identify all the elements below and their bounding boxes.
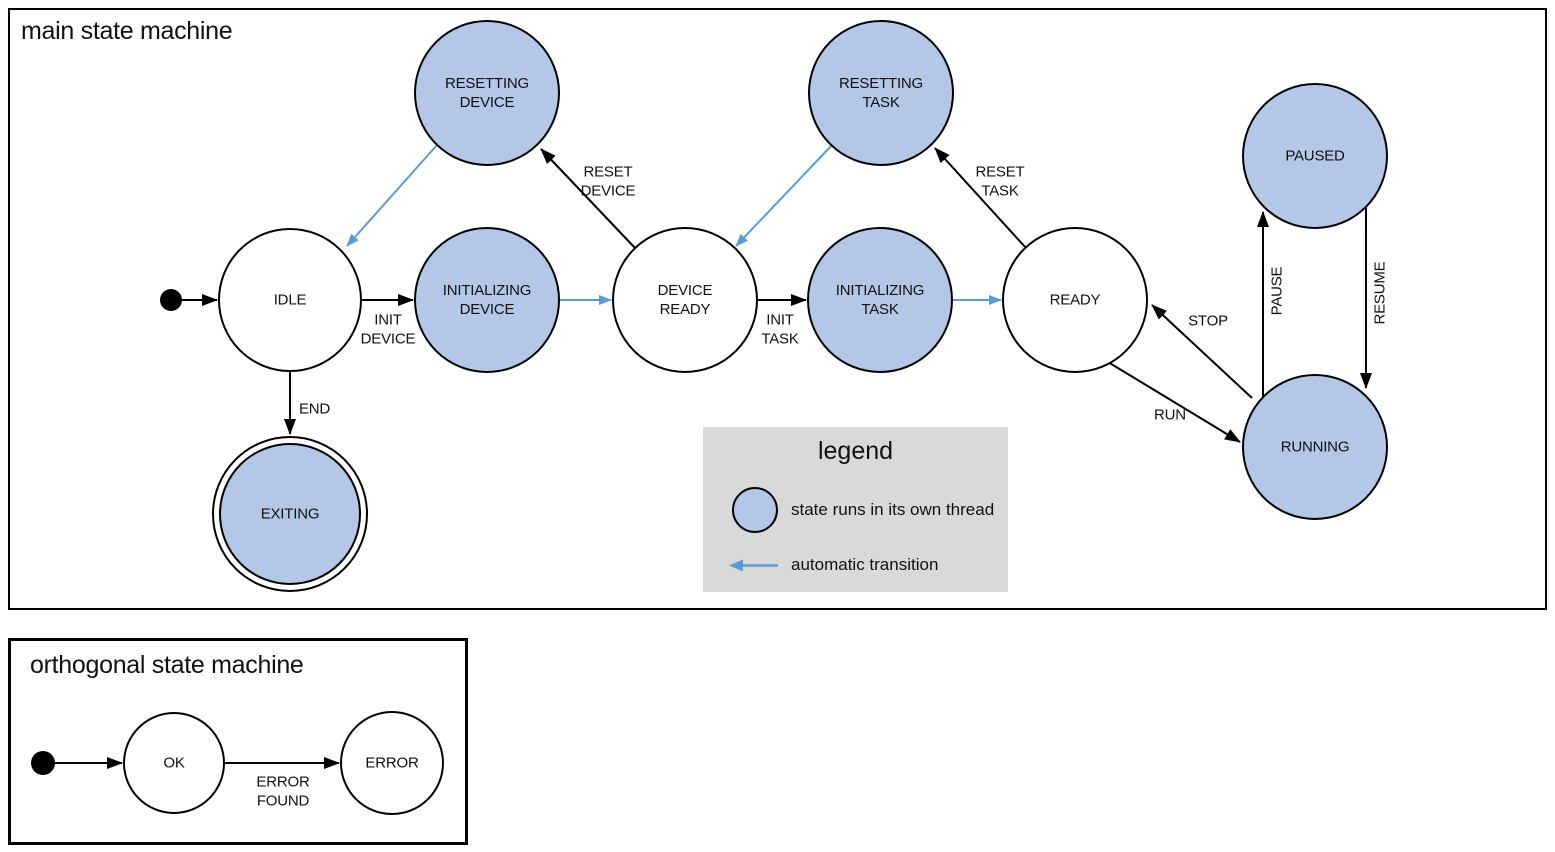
initial-state-dot <box>160 289 182 311</box>
state-label-exiting: EXITING <box>261 506 320 523</box>
state-running <box>1242 374 1388 520</box>
state-initializing-task <box>807 227 953 373</box>
transition-label-device-ready-to-resetting-device: RESET <box>583 164 632 181</box>
state-label-resetting-task: RESETTING <box>839 75 923 92</box>
state-resetting-device <box>414 20 560 166</box>
transition-label-device-ready-to-initializing-task: INIT <box>766 312 794 329</box>
state-label-initializing-task: TASK <box>861 301 898 318</box>
main-diagram-title: main state machine <box>21 17 233 45</box>
state-resetting-task <box>808 20 954 166</box>
state-label-device-ready: DEVICE <box>658 282 713 299</box>
transition-label-device-ready-to-resetting-device: DEVICE <box>581 183 636 200</box>
state-label-resetting-device: RESETTING <box>445 75 529 92</box>
threaded-state-swatch-icon <box>732 487 778 533</box>
state-paused <box>1242 83 1388 229</box>
legend-panel: legend state runs in its own thread auto… <box>703 427 1008 592</box>
state-label-paused: PAUSED <box>1285 148 1345 165</box>
transition-label-idle-to-initializing-device: INIT <box>374 312 402 329</box>
transition-ready-to-running-arrow <box>1107 361 1241 443</box>
transition-label-ready-to-resetting-task: RESET <box>975 164 1024 181</box>
orthogonal-diagram-title: orthogonal state machine <box>30 651 304 679</box>
transition-resetting-task-to-device-ready-automatic-arrow <box>735 144 833 247</box>
legend-title: legend <box>817 437 894 465</box>
transition-label-ok-to-error: ERROR <box>256 774 310 791</box>
legend-item-threaded-state: state runs in its own thread <box>791 500 995 519</box>
transition-device-ready-to-resetting-device-arrow <box>540 148 636 249</box>
transition-label-running-to-ready: STOP <box>1188 313 1228 330</box>
state-label-ready: READY <box>1050 292 1101 309</box>
transition-label-device-ready-to-initializing-task: TASK <box>761 331 798 348</box>
transition-label-running-to-paused: PAUSE <box>1269 266 1286 315</box>
main-state-machine-diagram: INIT DEVICE RESET DEVICE INIT TASK RESET TASK RU… <box>160 20 1389 592</box>
state-label-error: ERROR <box>365 755 419 772</box>
state-label-initializing-device: DEVICE <box>460 301 515 318</box>
transition-label-ready-to-resetting-task: TASK <box>981 183 1018 200</box>
legend-item-automatic-transition: automatic transition <box>791 555 939 574</box>
state-label-ok: OK <box>163 755 184 772</box>
state-initializing-device <box>414 227 560 373</box>
state-label-running: RUNNING <box>1281 439 1350 456</box>
state-ready <box>1002 227 1148 373</box>
state-device-ready <box>612 227 758 373</box>
transition-label-idle-to-exiting: END <box>299 401 330 418</box>
main-state-machine-panel: INIT DEVICE RESET DEVICE INIT TASK RESET TASK RU… <box>8 8 1547 610</box>
state-label-idle: IDLE <box>274 292 307 309</box>
state-label-initializing-device: INITIALIZING <box>443 282 531 299</box>
state-label-initializing-task: INITIALIZING <box>836 282 924 299</box>
automatic-transition-arrow-icon <box>729 559 778 572</box>
state-error <box>340 711 444 815</box>
state-ok <box>123 712 225 814</box>
transition-label-idle-to-initializing-device: DEVICE <box>361 331 416 348</box>
state-label-device-ready: READY <box>660 301 711 318</box>
state-label-resetting-task: TASK <box>862 94 899 111</box>
transition-label-paused-to-running: RESUME <box>1372 261 1389 324</box>
orthogonal-state-machine-panel: ERROR FOUND OK ERROR orthogonal state machi… <box>8 638 468 845</box>
state-exiting <box>219 443 361 585</box>
transition-ready-to-resetting-task-arrow <box>934 147 1027 249</box>
transition-running-to-ready-arrow <box>1151 304 1253 399</box>
transition-label-ok-to-error: FOUND <box>257 793 310 810</box>
transition-label-ready-to-running: RUN <box>1154 407 1186 424</box>
orthogonal-state-machine-diagram: ERROR FOUND OK ERROR <box>31 711 444 815</box>
state-idle <box>218 228 362 372</box>
state-label-resetting-device: DEVICE <box>460 94 515 111</box>
transition-resetting-device-to-idle-automatic-arrow <box>346 144 438 247</box>
initial-state-dot <box>31 751 55 775</box>
